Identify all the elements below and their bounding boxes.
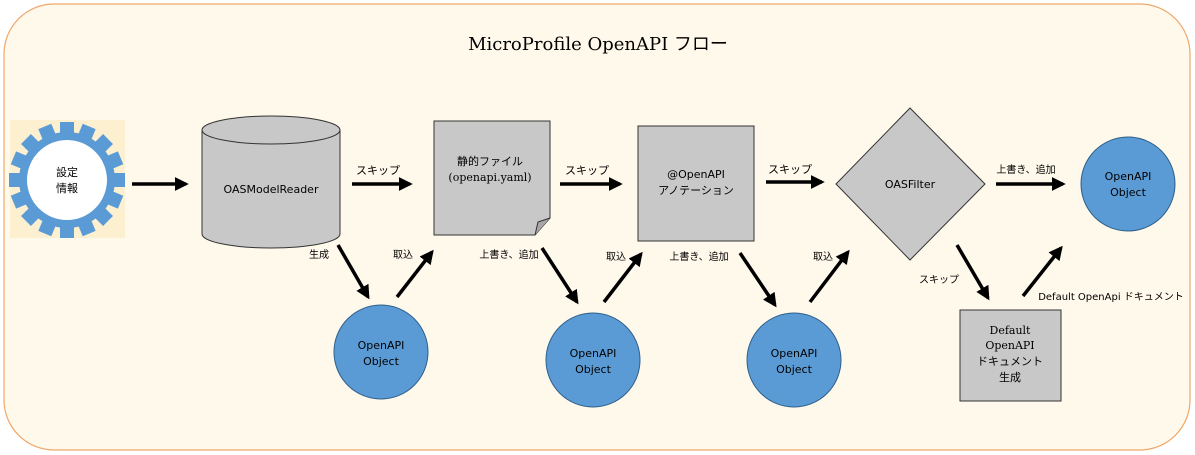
annotation-node: @OpenAPI アノテーション [637, 125, 755, 242]
filter-label: OASFilter [885, 178, 936, 191]
edge-label-take-3: 取込 [813, 251, 833, 263]
edge-label-default-doc: Default OpenApi ドキュメント [1038, 292, 1184, 303]
openapi-object-3: OpenAPI Object [746, 312, 842, 408]
arrow-filter-to-default [955, 244, 990, 301]
edge-label-skip-4: スキップ [919, 274, 959, 286]
reader-label: OASModelReader [224, 183, 319, 196]
arrow-default-to-final [1021, 245, 1063, 298]
background-panel [3, 3, 1191, 451]
default-doc-line3: ドキュメント [977, 355, 1043, 368]
arrow-reader-to-obj1 [336, 244, 370, 300]
gear-icon [9, 122, 125, 238]
config-label-line2: 情報 [56, 182, 78, 195]
openapi-object-2: OpenAPI Object [545, 312, 641, 408]
edge-label-skip-3: スキップ [768, 163, 812, 176]
edge-label-skip-1: スキップ [356, 164, 400, 177]
default-doc-line2: OpenAPI [985, 339, 1034, 352]
default-doc-line4: 生成 [999, 370, 1021, 384]
arrow-obj1-to-static [395, 249, 434, 299]
diagram-title: MicroProfile OpenAPI フロー [468, 34, 728, 55]
arrow-annotation-to-obj3 [738, 252, 777, 308]
edge-label-override-3: 上書き、追加 [996, 163, 1055, 176]
obj2-line2: Object [575, 363, 612, 376]
config-node: 設定 情報 [9, 120, 125, 238]
static-file-line2: (openapi.yaml) [448, 171, 531, 184]
obj3-line1: OpenAPI [771, 347, 818, 360]
obj2-line1: OpenAPI [570, 347, 617, 360]
arrow-obj2-to-annotation [602, 251, 643, 304]
obj3-line2: Object [776, 363, 813, 376]
oas-filter-node: OASFilter [835, 107, 986, 261]
edge-label-take-2: 取込 [606, 251, 626, 263]
obj1-line2: Object [363, 355, 400, 368]
openapi-object-final: OpenAPI Object [1080, 136, 1176, 232]
openapi-object-1: OpenAPI Object [333, 304, 429, 400]
arrow-static-to-obj2 [540, 247, 579, 305]
static-file-node: 静的ファイル (openapi.yaml) [433, 120, 551, 236]
edge-label-override-1: 上書き、追加 [479, 248, 538, 261]
edge-label-override-2: 上書き、追加 [669, 250, 728, 263]
obj-final-line2: Object [1110, 186, 1147, 199]
arrow-obj3-to-filter [808, 249, 850, 304]
default-doc-node: Default OpenAPI ドキュメント 生成 [959, 309, 1062, 402]
annotation-line2: アノテーション [658, 184, 734, 197]
obj-final-line1: OpenAPI [1105, 170, 1152, 183]
edge-label-generate: 生成 [309, 248, 329, 261]
oas-model-reader-node: OASModelReader [201, 115, 341, 249]
config-label-line1: 設定 [56, 165, 78, 179]
edge-label-skip-2: スキップ [565, 164, 609, 177]
obj1-line1: OpenAPI [358, 339, 405, 352]
static-file-line1: 静的ファイル [457, 154, 523, 168]
edge-label-take-1: 取込 [393, 249, 413, 261]
default-doc-line1: Default [990, 324, 1032, 337]
annotation-line1: @OpenAPI [667, 168, 725, 181]
